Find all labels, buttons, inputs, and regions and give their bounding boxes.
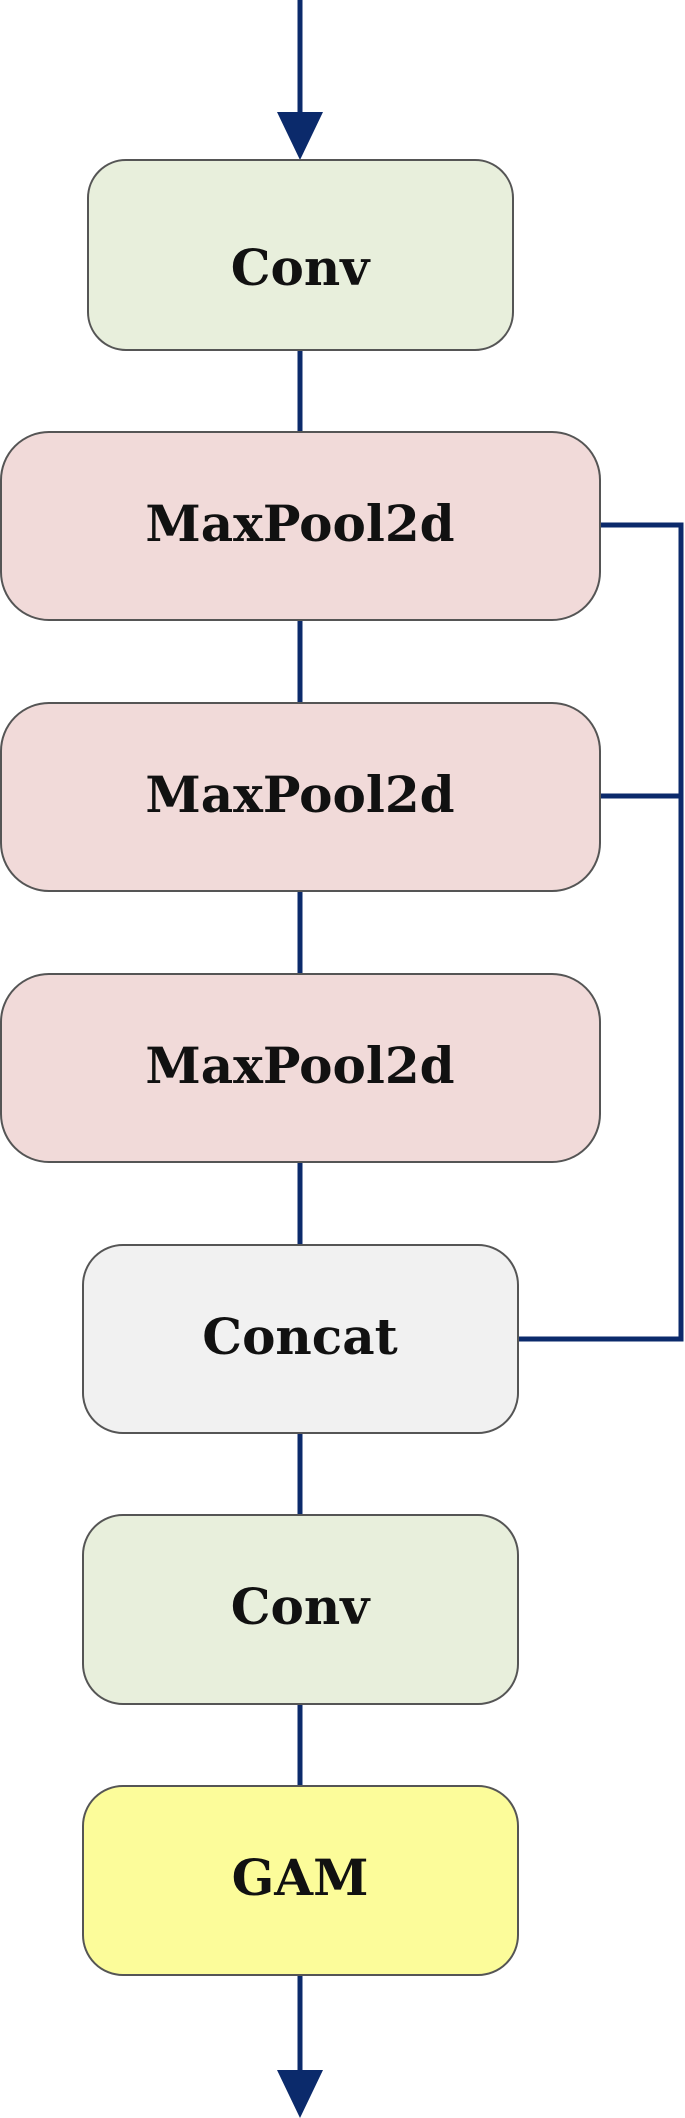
edges [277, 0, 684, 2118]
input-arrowhead [277, 112, 323, 160]
node-maxpool-3: MaxPool2d [0, 973, 601, 1163]
node-maxpool-1: MaxPool2d [0, 431, 601, 621]
node-gam: GAM [82, 1785, 519, 1976]
output-arrowhead [277, 2070, 323, 2118]
node-maxpool-2-label: MaxPool2d [145, 765, 454, 824]
node-gam-label: GAM [232, 1848, 369, 1907]
node-concat-label: Concat [202, 1307, 397, 1366]
node-conv-2: Conv [82, 1514, 519, 1705]
node-conv-1: Conv [87, 159, 514, 351]
node-conv-1-label: Conv [231, 238, 371, 297]
node-concat: Concat [82, 1244, 519, 1434]
node-conv-2-label: Conv [231, 1577, 371, 1636]
node-maxpool-2: MaxPool2d [0, 702, 601, 892]
node-maxpool-1-label: MaxPool2d [145, 494, 454, 553]
node-maxpool-3-label: MaxPool2d [145, 1036, 454, 1095]
skip-maxpool1-to-concat [518, 522, 684, 1342]
